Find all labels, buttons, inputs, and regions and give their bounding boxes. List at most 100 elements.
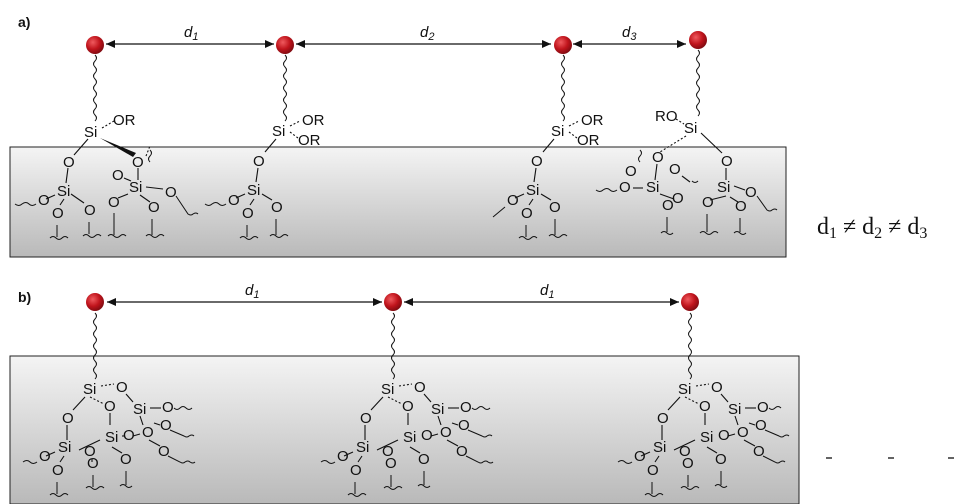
- svg-text:O: O: [757, 399, 769, 416]
- svg-text:Si: Si: [526, 182, 539, 199]
- functional-group-ball: [681, 293, 699, 311]
- svg-text:O: O: [108, 194, 120, 211]
- svg-text:Si: Si: [728, 401, 741, 418]
- silane-cluster-a3: Si OR OR O Si O O O: [492, 112, 604, 240]
- silicon-atom: Si: [272, 123, 285, 140]
- linker-chain: [93, 54, 97, 122]
- svg-text:O: O: [521, 205, 533, 222]
- distance-label-d2: d2: [420, 24, 434, 43]
- svg-text:O: O: [652, 149, 664, 166]
- svg-text:O: O: [682, 455, 694, 472]
- svg-text:O: O: [531, 153, 543, 170]
- svg-text:O: O: [123, 427, 135, 444]
- svg-text:O: O: [702, 194, 714, 211]
- svg-text:O: O: [402, 398, 414, 415]
- svg-text:O: O: [418, 451, 430, 468]
- svg-text:O: O: [549, 199, 561, 216]
- svg-text:O: O: [337, 448, 349, 465]
- svg-text:O: O: [456, 443, 468, 460]
- svg-text:O: O: [116, 379, 128, 396]
- svg-text:O: O: [242, 205, 254, 222]
- svg-text:O: O: [458, 417, 470, 434]
- functional-group-ball: [86, 36, 104, 54]
- silane-cluster-b3: Si O O O Si O O Si O O Si O O O: [617, 379, 790, 497]
- svg-text:O: O: [52, 462, 64, 479]
- svg-text:O: O: [350, 462, 362, 479]
- silane-cluster-b2: Si O O O Si O O Si O O Si O O O: [320, 379, 494, 497]
- substituent-label: OR: [581, 112, 604, 129]
- linker-chain: [93, 312, 97, 380]
- distance-label-d1: d1: [184, 24, 198, 43]
- substituent-label: OR: [302, 112, 325, 129]
- svg-text:O: O: [52, 205, 64, 222]
- svg-text:O: O: [414, 379, 426, 396]
- silicon-atom: Si: [84, 124, 97, 141]
- svg-text:O: O: [715, 451, 727, 468]
- svg-text:O: O: [679, 443, 691, 460]
- svg-text:O: O: [271, 199, 283, 216]
- svg-text:O: O: [657, 410, 669, 427]
- svg-text:O: O: [507, 192, 519, 209]
- silicon-atom: Si: [684, 120, 697, 137]
- distance-inequality: d1 ≠ d2 ≠ d3: [817, 214, 927, 242]
- surface-b: [9, 355, 800, 504]
- svg-text:O: O: [625, 163, 637, 180]
- svg-text:O: O: [745, 184, 757, 201]
- silane-cluster-a4: Si RO O O O O Si Si O O O O O O: [595, 108, 778, 235]
- distance-label-d1: d1: [245, 282, 259, 301]
- svg-text:O: O: [39, 448, 51, 465]
- panel-a: a) d1 d2 d3 Si OR O O O Si: [9, 14, 927, 258]
- svg-text:O: O: [84, 202, 96, 219]
- functional-group-ball: [384, 293, 402, 311]
- functional-group-ball: [276, 36, 294, 54]
- substituent-label: RO: [655, 108, 678, 125]
- svg-text:O: O: [160, 417, 172, 434]
- substituent-label: OR: [298, 132, 321, 149]
- distance-label-d3: d3: [622, 24, 637, 43]
- functional-group-ball: [86, 293, 104, 311]
- svg-text:O: O: [63, 154, 75, 171]
- svg-text:O: O: [669, 161, 681, 178]
- distance-label-d1: d1: [540, 282, 554, 301]
- silane-cluster-a1: Si OR O O O Si Si O O O O O O: [14, 112, 199, 240]
- substituent-label: OR: [577, 132, 600, 149]
- svg-text:O: O: [148, 199, 160, 216]
- silicon-atom: Si: [83, 381, 96, 398]
- svg-text:Si: Si: [105, 429, 118, 446]
- svg-text:O: O: [253, 153, 265, 170]
- svg-text:Si: Si: [133, 401, 146, 418]
- svg-text:O: O: [165, 184, 177, 201]
- linker-chain: [391, 312, 395, 380]
- svg-text:O: O: [382, 443, 394, 460]
- linker-chain: [688, 312, 692, 380]
- linker-chain: [696, 49, 700, 117]
- svg-text:O: O: [421, 427, 433, 444]
- silicon-atom: Si: [678, 381, 691, 398]
- svg-text:O: O: [162, 399, 174, 416]
- linker-chain: [283, 54, 287, 122]
- panel-b: b) d1 d1 Si O O O Si O O Si: [9, 282, 954, 504]
- svg-text:O: O: [360, 410, 372, 427]
- svg-text:O: O: [440, 424, 452, 441]
- svg-text:O: O: [711, 379, 723, 396]
- silicon-atom: Si: [381, 381, 394, 398]
- svg-text:O: O: [699, 398, 711, 415]
- svg-text:O: O: [753, 443, 765, 460]
- svg-text:O: O: [718, 427, 730, 444]
- svg-text:O: O: [737, 424, 749, 441]
- svg-text:O: O: [62, 410, 74, 427]
- silane-cluster-a2: Si OR OR O Si O O O: [204, 112, 325, 240]
- svg-text:O: O: [385, 455, 397, 472]
- panel-b-label: b): [18, 289, 31, 305]
- svg-text:O: O: [619, 179, 631, 196]
- substituent-label: OR: [113, 112, 136, 129]
- svg-text:O: O: [228, 192, 240, 209]
- svg-text:Si: Si: [247, 182, 260, 199]
- svg-text:O: O: [735, 198, 747, 215]
- svg-text:O: O: [38, 192, 50, 209]
- svg-text:Si: Si: [403, 429, 416, 446]
- svg-text:Si: Si: [431, 401, 444, 418]
- linker-chain: [561, 54, 565, 122]
- svg-text:O: O: [755, 417, 767, 434]
- panel-a-label: a): [18, 14, 30, 30]
